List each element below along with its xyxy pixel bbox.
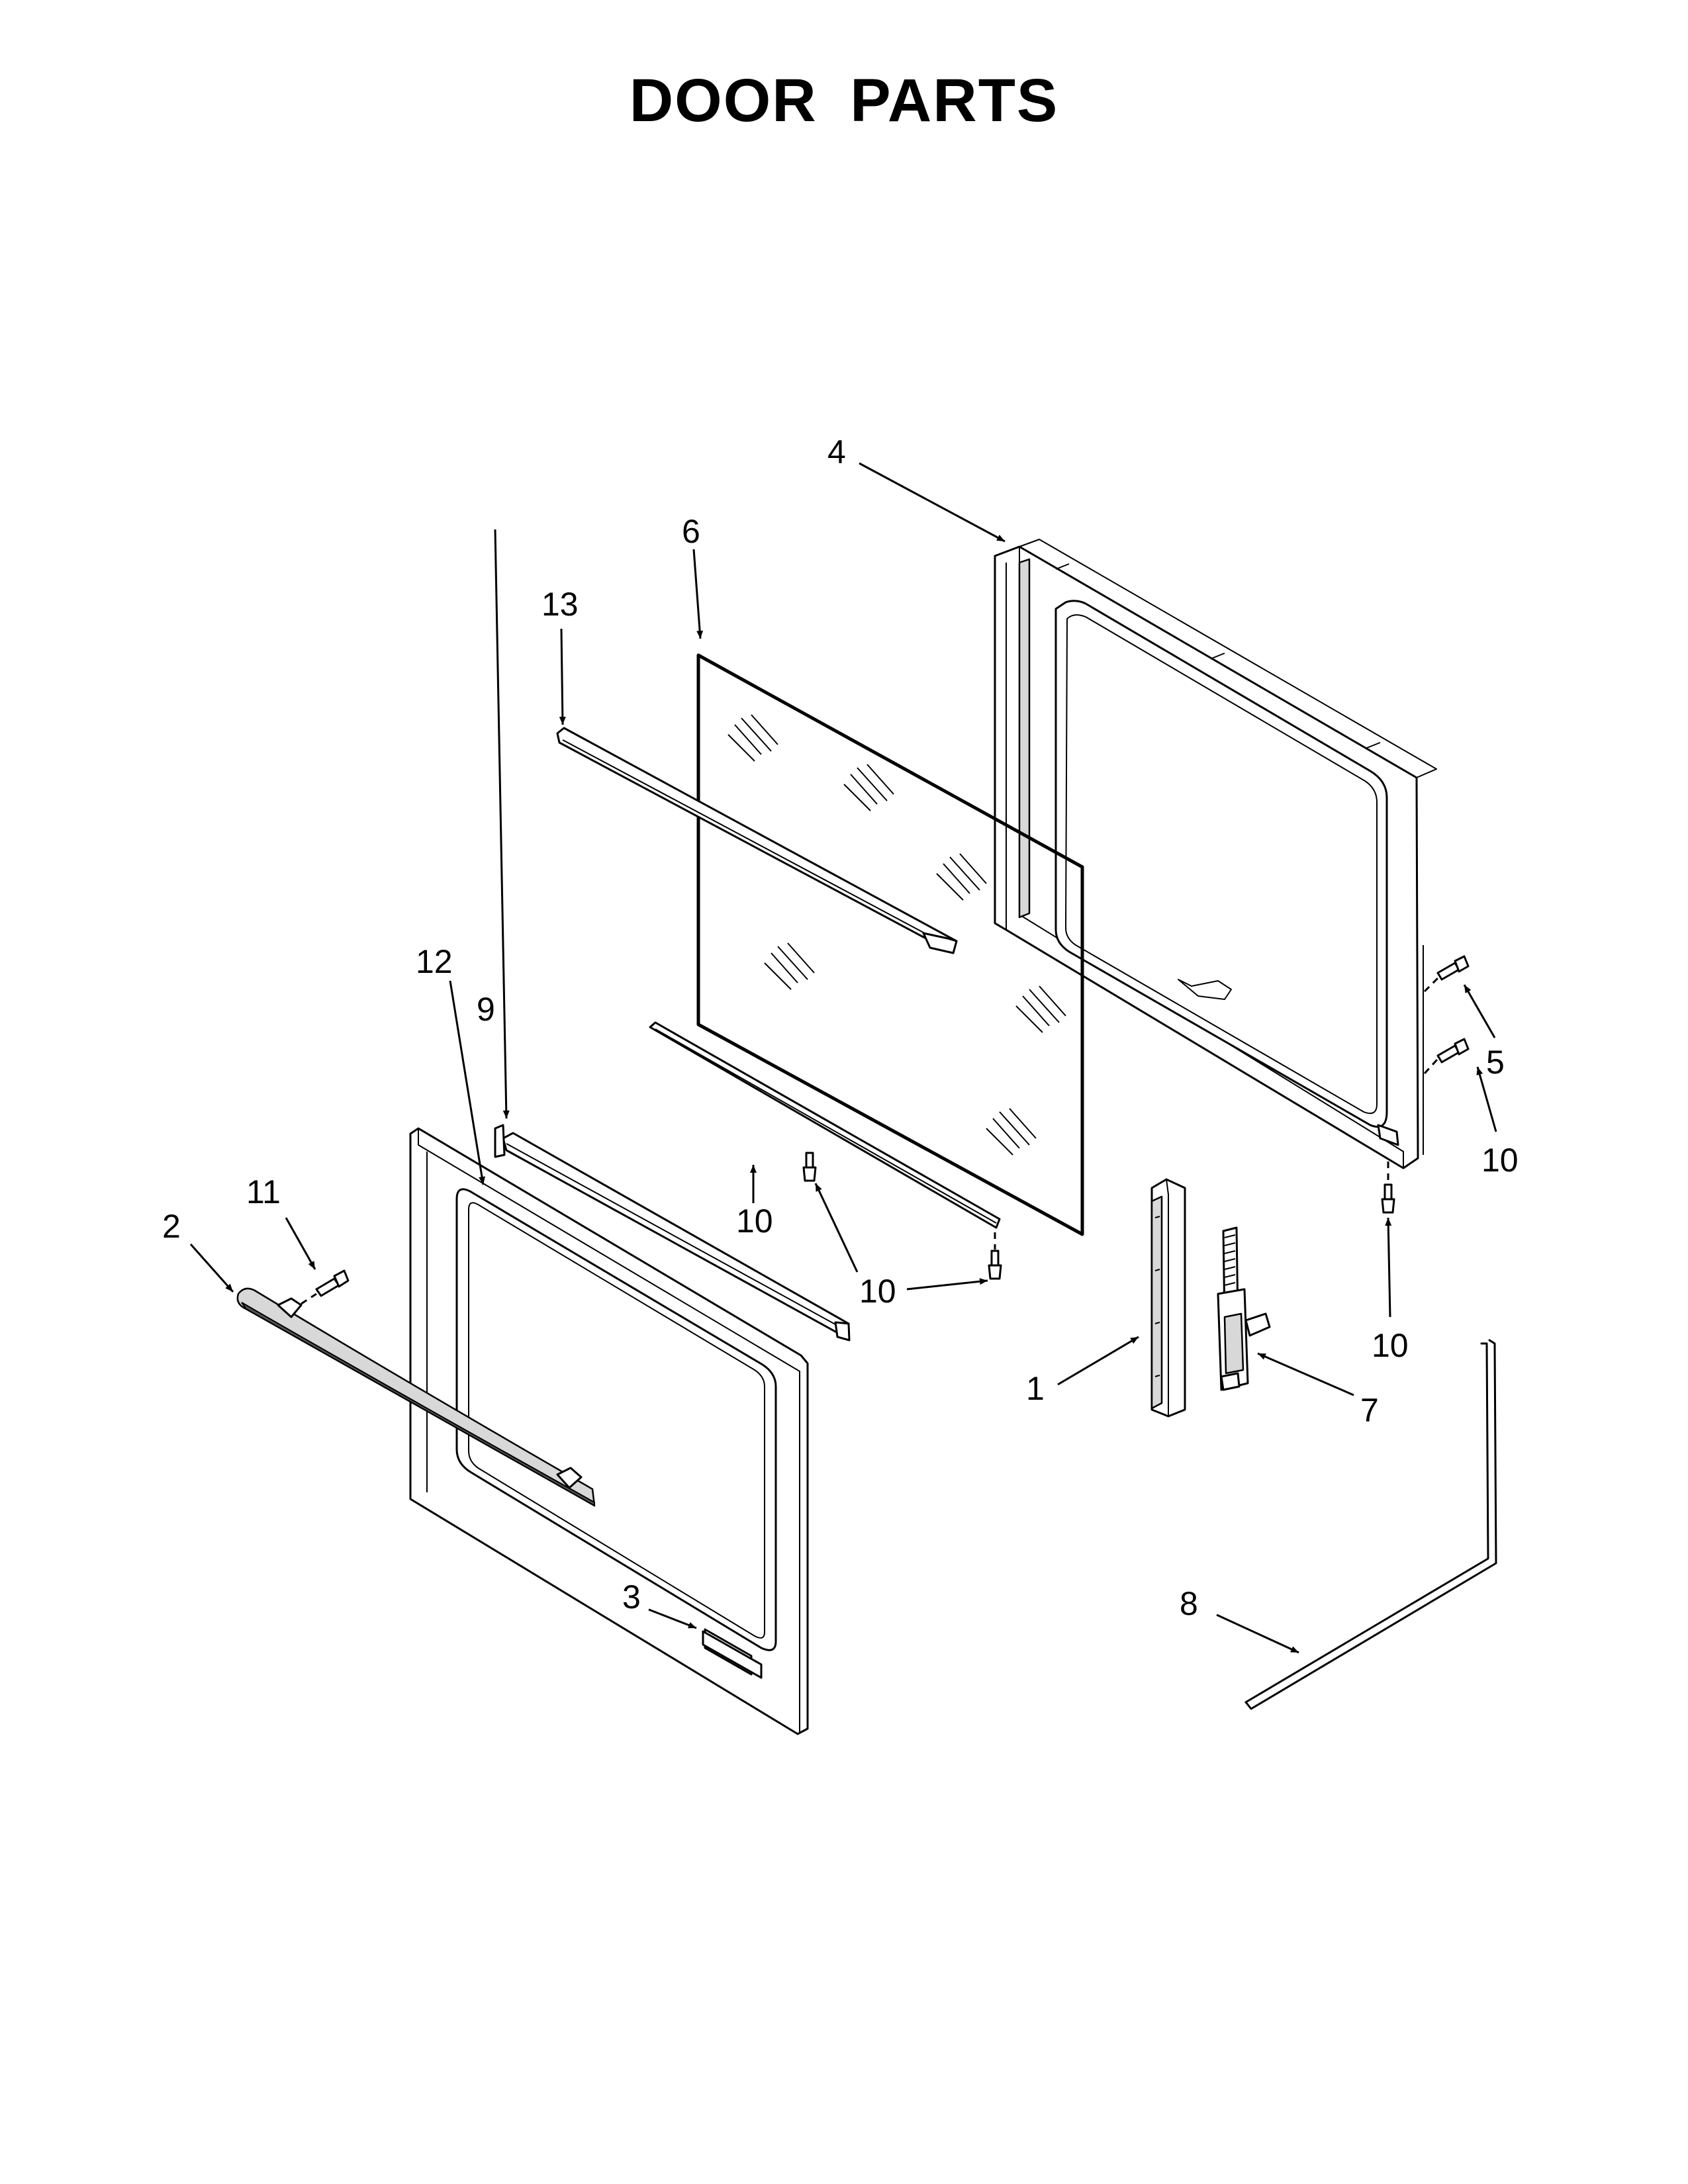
alignment-line-5 [1423, 977, 1439, 993]
door-handle [236, 1287, 596, 1507]
door-hinge [1217, 1226, 1271, 1391]
callout-10-right: 10 [1372, 1327, 1409, 1364]
door-brace [494, 1124, 851, 1342]
screw-5 [1436, 955, 1470, 981]
callout-1: 1 [1026, 1370, 1045, 1407]
page-title: DOOR PARTS [629, 67, 1059, 134]
callout-10-center: 10 [859, 1273, 896, 1310]
hinge-receptacle [1150, 1178, 1186, 1418]
nameplate [702, 1630, 763, 1679]
callout-15: 13 [541, 586, 579, 623]
leader-lines [189, 462, 1497, 1654]
screw-12 [1436, 1038, 1470, 1064]
glass-trim-channel [556, 727, 958, 954]
glass-retainer-strip [649, 1021, 1001, 1229]
callout-labels: 4 6 13 9 12 10 10 11 2 3 1 7 8 5 10 10 1… [162, 433, 1519, 1622]
callout-13: 11 [246, 1173, 281, 1210]
callout-9: 9 [477, 991, 495, 1028]
callout-8: 8 [1180, 1585, 1198, 1622]
outer-door-panel [409, 1127, 809, 1735]
callout-6: 6 [682, 513, 700, 550]
inner-door-frame [994, 539, 1437, 1169]
callout-11: 10 [736, 1203, 773, 1240]
alignment-line-12 [1423, 1058, 1439, 1075]
screw-10-right [1381, 1183, 1395, 1214]
callout-3: 3 [622, 1578, 641, 1615]
callout-14: 12 [416, 943, 453, 980]
callout-7: 7 [1360, 1392, 1379, 1429]
callout-12: 10 [1481, 1142, 1519, 1179]
screw-10-center [802, 1152, 817, 1182]
glass-panel [696, 653, 1084, 1236]
door-gasket [1244, 1339, 1497, 1710]
callout-2: 2 [162, 1208, 181, 1245]
callout-4: 4 [827, 433, 846, 471]
handle-screw [315, 1269, 350, 1297]
callout-5: 5 [1486, 1044, 1505, 1081]
alignment-line-13 [301, 1293, 317, 1305]
screw-10-lower [988, 1250, 1002, 1280]
